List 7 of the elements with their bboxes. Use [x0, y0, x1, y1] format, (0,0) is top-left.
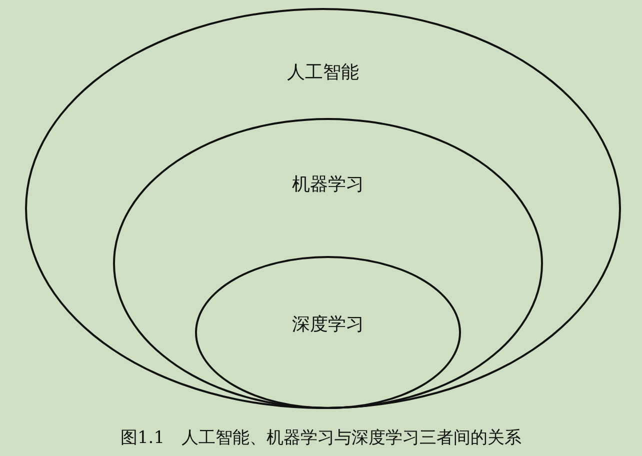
ellipse: [195, 256, 461, 409]
ellipse: [113, 118, 543, 409]
ellipse-label: 机器学习: [292, 173, 364, 196]
ellipse: [25, 8, 621, 409]
figure-caption: 图1.1 人工智能、机器学习与深度学习三者间的关系: [120, 427, 522, 449]
ellipse-label: 深度学习: [292, 313, 364, 336]
ellipse-label: 人工智能: [287, 61, 359, 84]
